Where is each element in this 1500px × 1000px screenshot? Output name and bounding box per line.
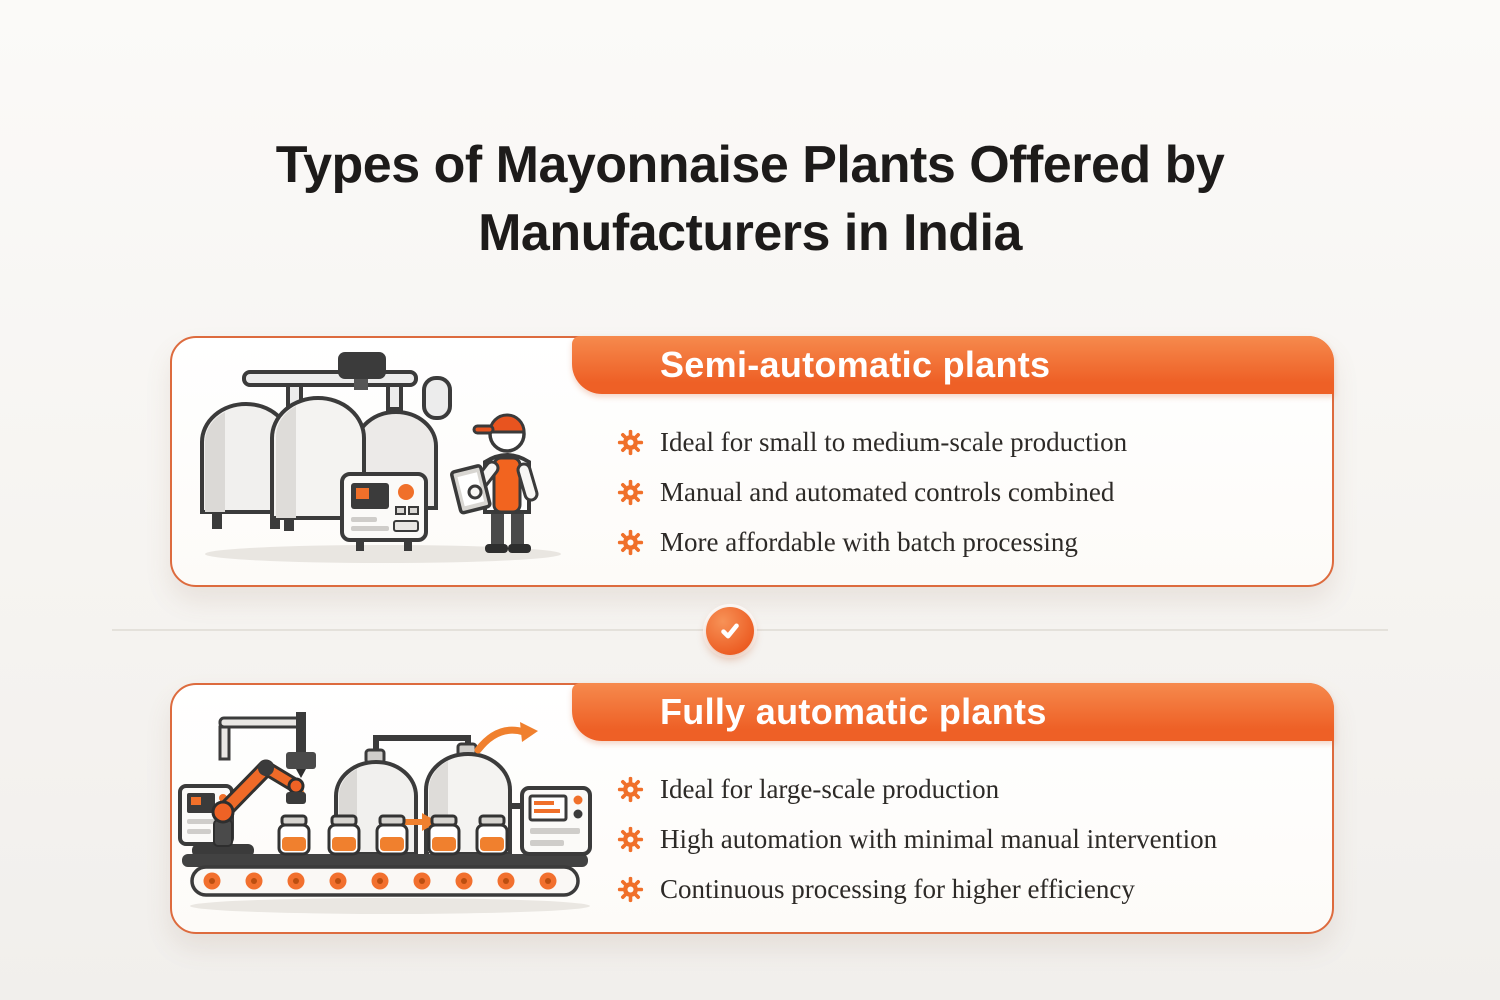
card-semi-automatic: Semi-automatic plants (170, 336, 1334, 587)
worker (450, 413, 539, 553)
bullet-item: Manual and automated controls combined (617, 474, 1302, 510)
storage-tank (200, 402, 292, 529)
bullet-list: Ideal for small to medium-scale producti… (617, 424, 1302, 574)
card-title: Fully automatic plants (660, 691, 1047, 732)
bullet-text: Ideal for large-scale production (660, 773, 1000, 804)
card-title: Semi-automatic plants (660, 344, 1051, 385)
bullet-item: More affordable with batch processing (617, 524, 1302, 560)
conveyor-belt (182, 854, 588, 897)
gear-icon (617, 479, 644, 506)
bullet-list: Ideal for large-scale production (617, 771, 1302, 921)
card-header-banner: Fully automatic plants (572, 683, 1334, 741)
infographic-title: Types of Mayonnaise Plants Offered by Ma… (0, 131, 1500, 268)
bullet-item: Ideal for large-scale production (617, 771, 1302, 807)
mayo-jars (277, 814, 509, 856)
flow-arrows (401, 722, 538, 831)
control-panel (340, 472, 428, 551)
bullet-item: High automation with minimal manual inte… (617, 821, 1302, 857)
pipework (242, 352, 452, 420)
bullet-text: Manual and automated controls combined (660, 476, 1115, 507)
conveyor-rollers (203, 872, 557, 890)
title-line-1: Types of Mayonnaise Plants Offered by (275, 135, 1225, 194)
bullet-item: Continuous processing for higher efficie… (617, 871, 1302, 907)
robot-arm (192, 759, 306, 857)
gear-icon (617, 429, 644, 456)
bullet-text: More affordable with batch processing (660, 526, 1078, 557)
fully-automatic-plant-illustration (178, 712, 592, 914)
gear-icon (617, 826, 644, 853)
title-line-2: Manufacturers in India (478, 204, 1022, 263)
gear-icon (617, 876, 644, 903)
bullet-text: Ideal for small to medium-scale producti… (660, 426, 1128, 457)
card-header-banner: Semi-automatic plants (572, 336, 1334, 394)
card-fully-automatic: Fully automatic plants (170, 683, 1334, 934)
bullet-text: Continuous processing for higher efficie… (660, 873, 1135, 904)
bullet-item: Ideal for small to medium-scale producti… (617, 424, 1302, 460)
semi-automatic-plant-illustration (200, 352, 561, 563)
right-control-panel (510, 786, 592, 856)
bullet-text: High automation with minimal manual inte… (660, 823, 1218, 854)
check-badge (706, 607, 754, 655)
gear-icon (617, 776, 644, 803)
dispenser (218, 712, 316, 802)
gear-icon (617, 529, 644, 556)
check-icon (721, 623, 739, 639)
